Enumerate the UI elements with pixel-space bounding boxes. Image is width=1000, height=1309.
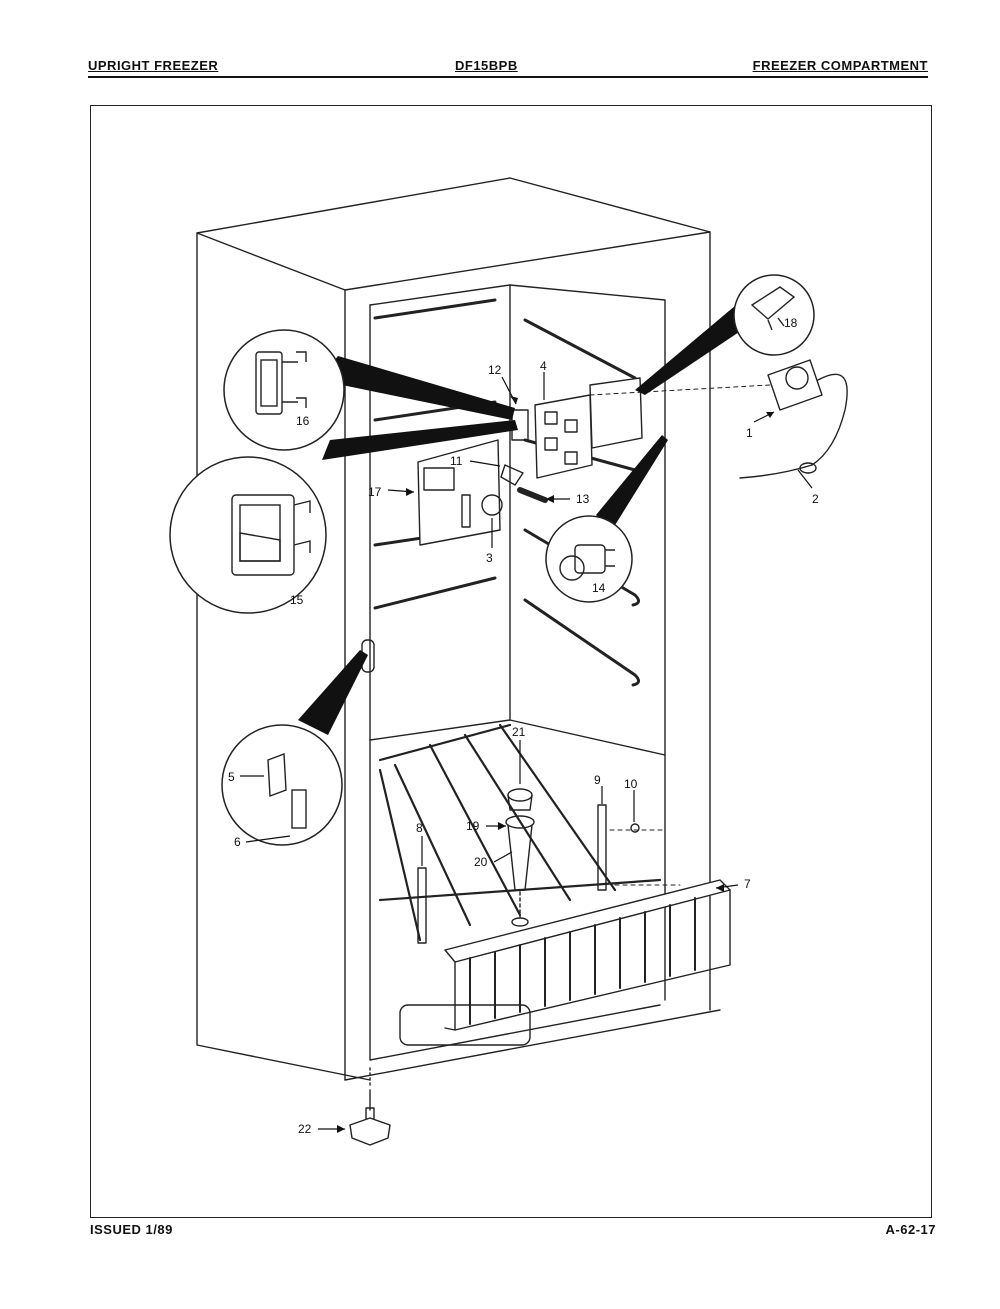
callout-14: 14 [592, 581, 606, 595]
lamp-socket-11 [500, 464, 524, 486]
bracket-plate [534, 394, 593, 479]
wedge-16 [318, 356, 515, 420]
callout-18: 18 [784, 316, 798, 330]
callout-10: 10 [624, 777, 638, 791]
control-housing [417, 439, 501, 546]
thermostat [739, 359, 848, 479]
detail-circle-14 [545, 515, 633, 603]
drain-assembly [505, 788, 535, 927]
callout-8: 8 [416, 821, 423, 835]
callout-3: 3 [486, 551, 493, 565]
switch-detail-16 [255, 351, 307, 415]
detail-circle-18 [733, 274, 815, 356]
callout-15: 15 [290, 593, 304, 607]
header-model-type: UPRIGHT FREEZER [88, 58, 219, 73]
header-section-title: FREEZER COMPARTMENT [752, 58, 928, 73]
callout-9: 9 [594, 773, 601, 787]
callout-20: 20 [474, 855, 488, 869]
front-basket [444, 879, 731, 1031]
callout-21: 21 [512, 725, 526, 739]
callout-1: 1 [746, 426, 753, 440]
bulb-13 [517, 487, 548, 503]
callout-6: 6 [234, 835, 241, 849]
wedge-5-6 [298, 650, 368, 735]
fastener-10 [630, 823, 640, 833]
knob-detail-14 [559, 544, 615, 581]
wedge-14 [596, 435, 668, 530]
callout-17: 17 [368, 485, 382, 499]
callout-5: 5 [228, 770, 235, 784]
support-rail-left [417, 867, 427, 944]
wedge-15 [322, 420, 518, 460]
footer-issue-date: ISSUED 1/89 [90, 1222, 173, 1237]
detail-circle-5-6 [221, 724, 343, 846]
callout-16: 16 [296, 414, 310, 428]
control-knob-3 [481, 494, 503, 516]
callout-4: 4 [540, 359, 547, 373]
cabinet-outline [196, 177, 721, 1081]
detail-circle-16 [223, 329, 345, 451]
callout-2: 2 [812, 492, 819, 506]
callout-12: 12 [488, 363, 502, 377]
callout-19: 19 [466, 819, 480, 833]
callout-22: 22 [298, 1122, 312, 1136]
diagram-frame [90, 105, 932, 1218]
callout-7: 7 [744, 877, 751, 891]
header-rule [88, 76, 928, 78]
leveling-leg [349, 1089, 391, 1146]
callout-13: 13 [576, 492, 590, 506]
hinge-detail-5-6 [267, 753, 307, 829]
footer-page-code: A-62-17 [885, 1222, 936, 1237]
callout-11: 11 [450, 454, 463, 468]
header-model-number: DF15BPB [455, 58, 518, 73]
socket-detail-18 [750, 286, 796, 331]
wedge-18 [635, 300, 760, 395]
support-rail-right [597, 804, 607, 891]
switch-detail-15 [231, 494, 311, 576]
